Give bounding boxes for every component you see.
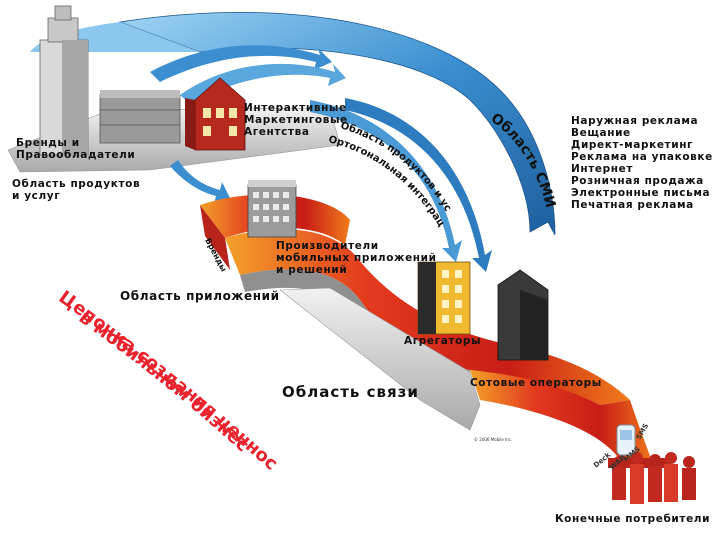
- phone-icon: [616, 424, 636, 456]
- copyright-text: © 2006 Mobile Inc.: [474, 437, 513, 442]
- media-channel-item: Директ-маркетинг: [571, 138, 694, 151]
- media-channel-item: Интернет: [571, 162, 634, 175]
- blue-arrow-5: [345, 98, 492, 272]
- media-channel-item: Вещание: [571, 126, 631, 139]
- agencies-label: Интерактивные Маркетинговые Агентства: [244, 102, 348, 138]
- developer-building-icon: [247, 180, 297, 238]
- blue-arrow-2: [180, 63, 346, 104]
- lower-platform: [279, 287, 481, 431]
- aggregator-building-icon: [417, 261, 471, 335]
- consumer-band: [470, 370, 655, 470]
- operator-tower-icon: [497, 269, 549, 361]
- operators-label: Сотовые операторы: [470, 377, 602, 389]
- apps-area-label: Область приложений: [120, 289, 280, 303]
- media-channels-list: Наружная реклама Вещание Директ-маркетин…: [571, 115, 713, 212]
- brand-tower-icon: [39, 5, 89, 156]
- media-channel-item: Розничная продажа: [571, 174, 704, 187]
- aggregators-label: Агрегаторы: [404, 335, 482, 347]
- brand-building-icon: [99, 90, 181, 144]
- blue-arrow-1: [150, 45, 332, 82]
- brands-label: Бренды и Правообладатели: [16, 137, 136, 161]
- media-channel-item: Электронные письма: [571, 186, 711, 199]
- media-channel-item: Наружная реклама: [571, 115, 699, 127]
- blue-arrow-3: [170, 160, 230, 204]
- consumers-label: Конечные потребители: [555, 513, 711, 525]
- apps-band-side: [200, 205, 230, 270]
- media-channel-item: Печатная реклама: [571, 198, 694, 211]
- media-arrow: [118, 11, 556, 236]
- products-area-label: Область продуктов и услуг: [12, 178, 141, 202]
- media-channel-item: Реклама на упаковке: [571, 150, 713, 163]
- consumers-people-icon: [608, 452, 696, 504]
- developers-label: Производители мобильных приложений и реш…: [276, 240, 437, 276]
- agency-building-icon: [185, 77, 246, 151]
- blue-arrow-4: [310, 100, 462, 262]
- comm-area-label: Область связи: [282, 383, 419, 401]
